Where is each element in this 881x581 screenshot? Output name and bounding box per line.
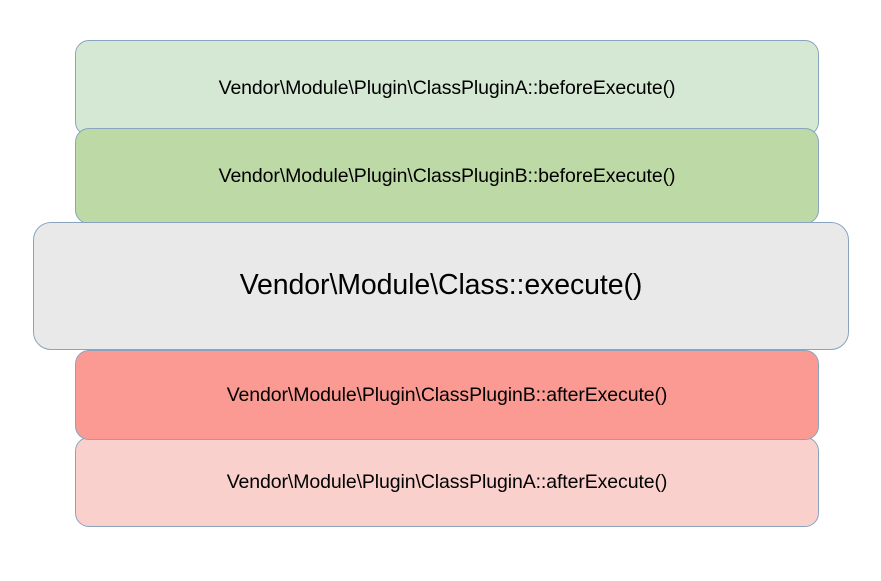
plugin-box-after-plugin-a: Vendor\Module\Plugin\ClassPluginA::after… bbox=[75, 437, 819, 527]
intercepted-method-box: Vendor\Module\Class::execute() bbox=[33, 222, 849, 350]
plugin-box-before-plugin-b: Vendor\Module\Plugin\ClassPluginB::befor… bbox=[75, 128, 819, 224]
plugin-box-label-before-plugin-a: Vendor\Module\Plugin\ClassPluginA::befor… bbox=[218, 77, 676, 99]
plugin-box-before-plugin-a: Vendor\Module\Plugin\ClassPluginA::befor… bbox=[75, 40, 819, 136]
plugin-box-after-plugin-b: Vendor\Module\Plugin\ClassPluginB::after… bbox=[75, 350, 819, 440]
plugin-box-label-after-plugin-a: Vendor\Module\Plugin\ClassPluginA::after… bbox=[226, 471, 668, 493]
intercepted-method-label: Vendor\Module\Class::execute() bbox=[239, 268, 643, 301]
plugin-box-label-before-plugin-b: Vendor\Module\Plugin\ClassPluginB::befor… bbox=[218, 165, 676, 187]
plugin-box-label-after-plugin-b: Vendor\Module\Plugin\ClassPluginB::after… bbox=[226, 384, 668, 406]
